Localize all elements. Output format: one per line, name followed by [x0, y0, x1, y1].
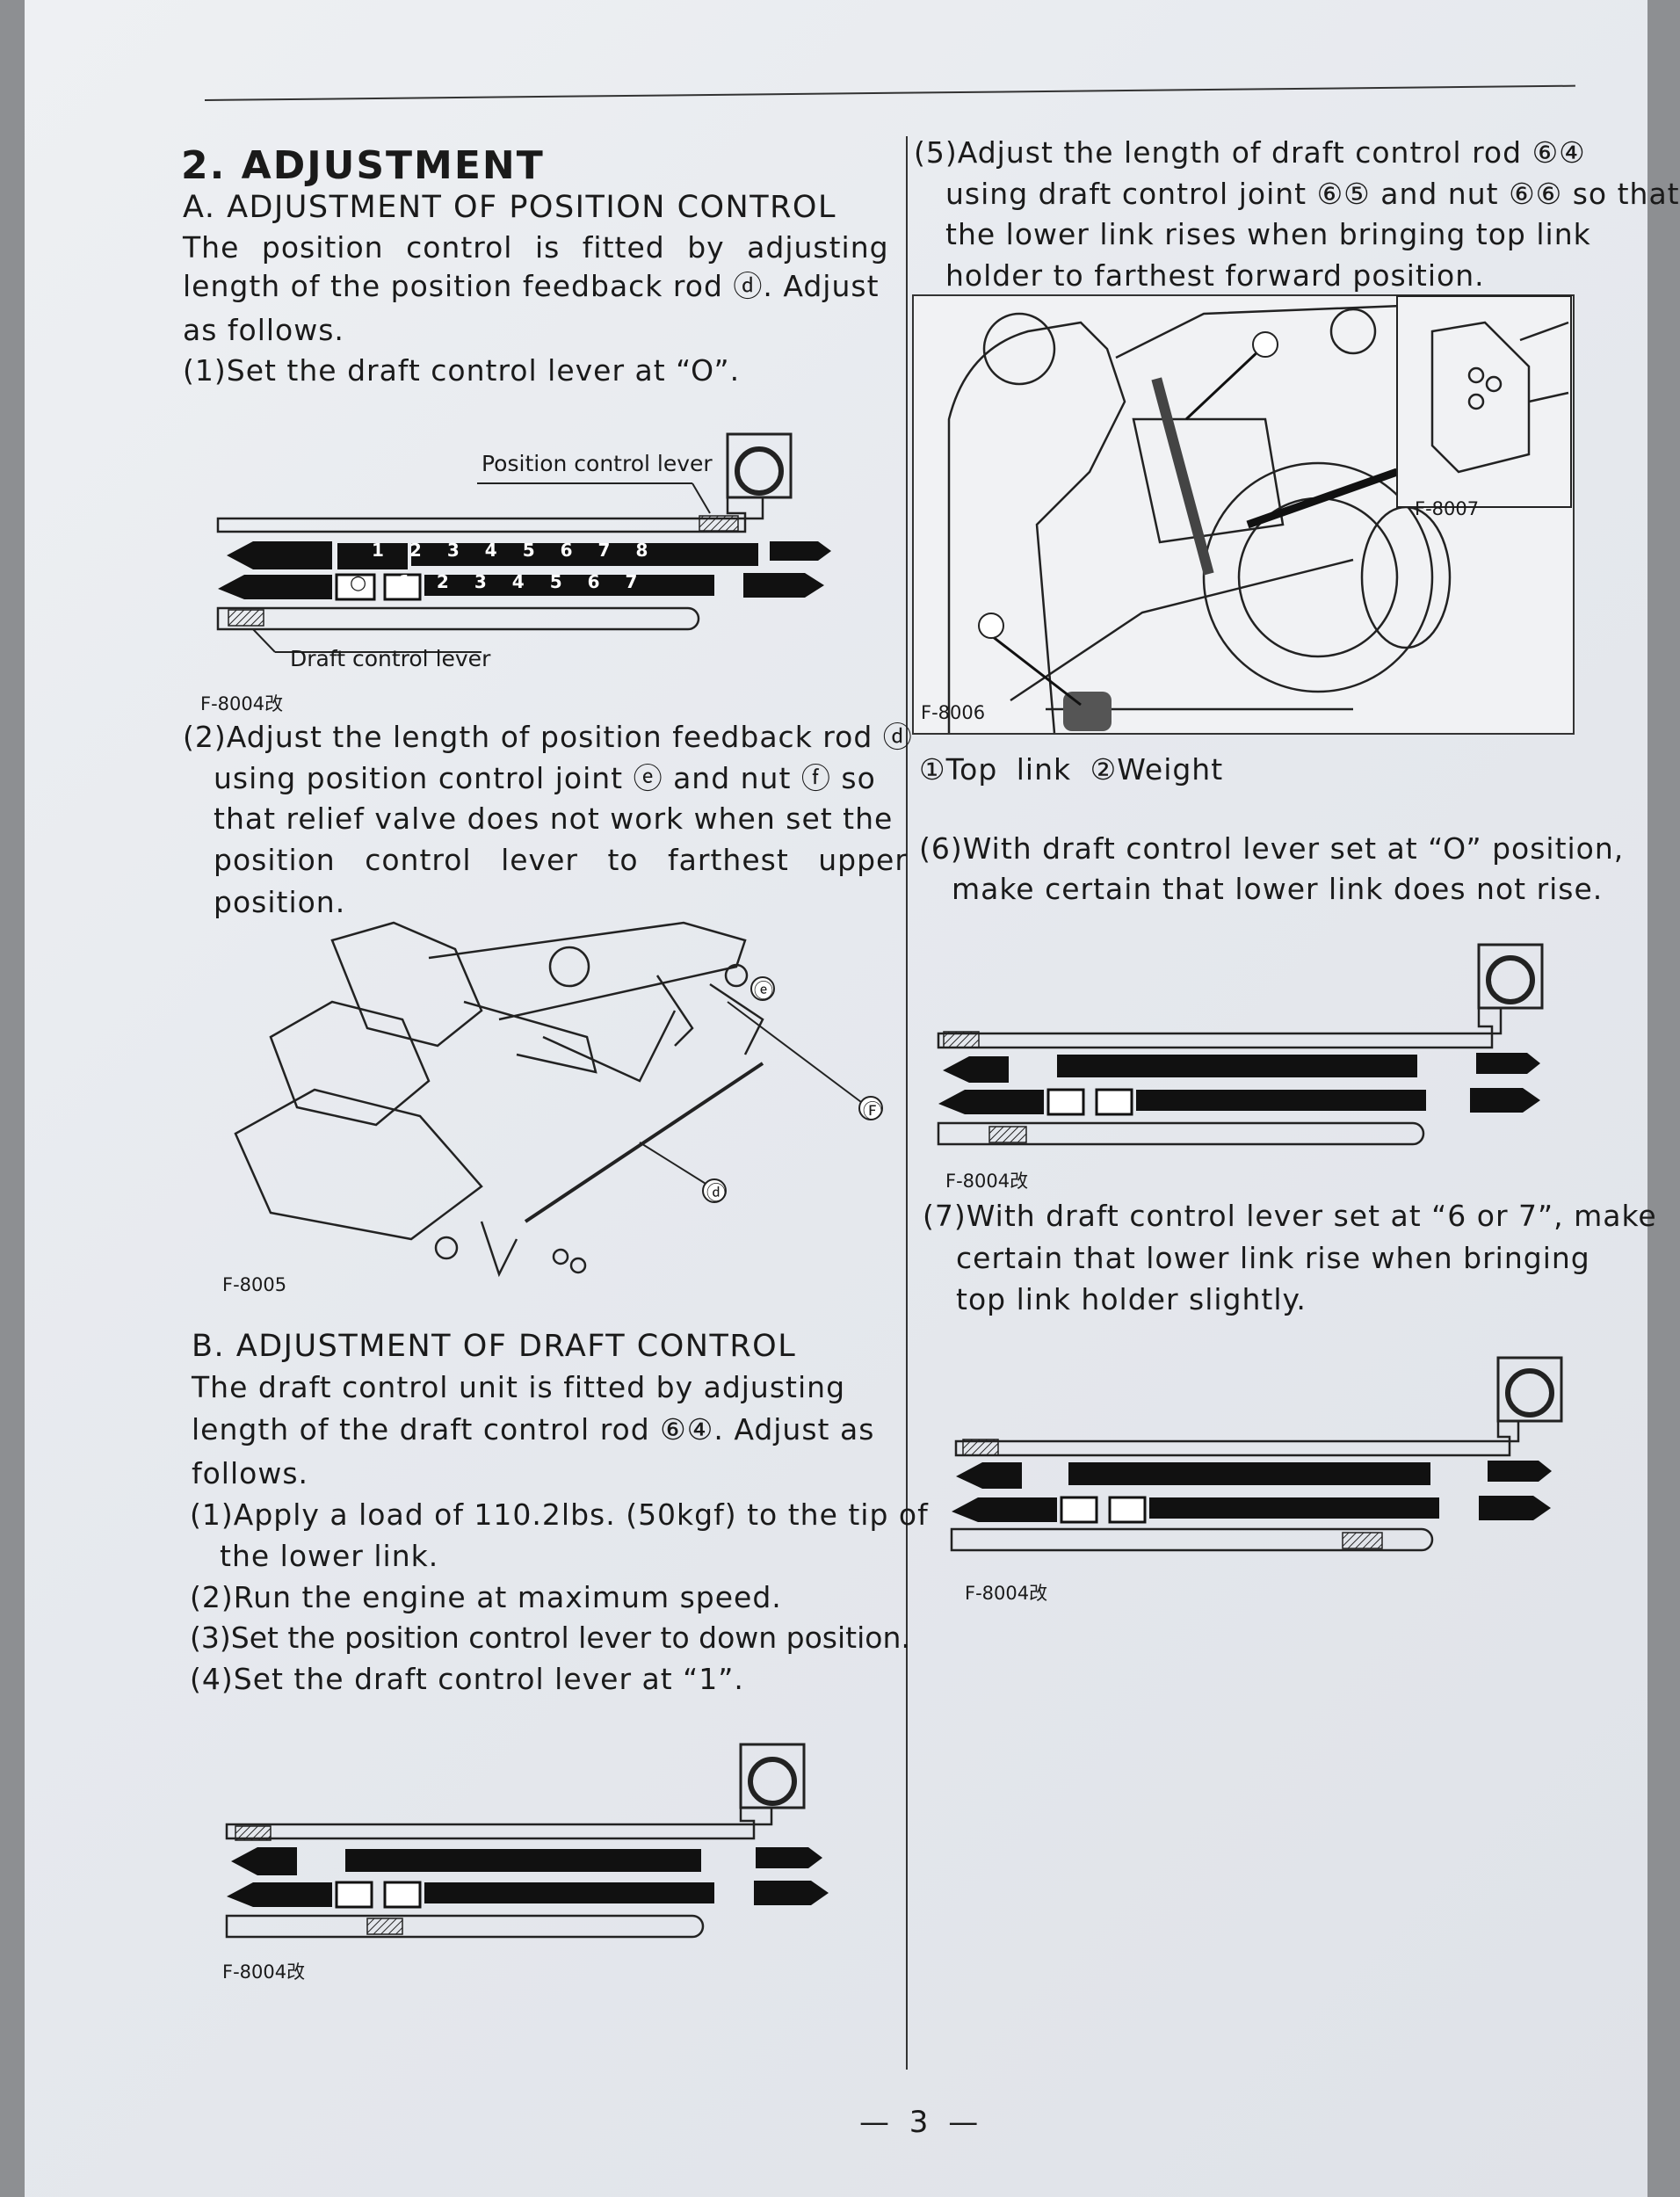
scale-bottom-7: 7 [625, 571, 663, 592]
step7-line1: (7)With draft control lever set at “6 or… [923, 1199, 1657, 1233]
scale-bottom-5: 5 [549, 571, 588, 592]
subsection-a-title: A. ADJUSTMENT OF POSITION CONTROL [183, 190, 836, 225]
subsection-b-line2: length of the draft control rod ⑥④. Adju… [192, 1412, 875, 1447]
control-dial-figure-3 [937, 943, 1544, 1146]
subsection-b-title: B. ADJUSTMENT OF DRAFT CONTROL [192, 1329, 797, 1364]
header-rule [204, 84, 1575, 101]
step5-line3: the lower link rises when bringing top l… [945, 217, 1591, 251]
step-b2: (2)Run the engine at maximum speed. [190, 1580, 782, 1614]
step5-line2: using draft control joint ⑥⑤ and nut ⑥⑥ … [945, 177, 1680, 211]
section-title: 2. ADJUSTMENT [181, 143, 545, 188]
mark-f: Ⓕ [863, 1101, 883, 1123]
figure-label-dial-3: F-8004改 [945, 1171, 1029, 1192]
step-a1: (1)Set the draft control lever at “O”. [183, 353, 741, 388]
scale-bottom-1: 1 [399, 571, 437, 592]
page-number: — 3 — [859, 2105, 984, 2140]
step-a2-line5: position. [214, 885, 346, 919]
step-a2-line1: (2)Adjust the length of position feedbac… [183, 720, 913, 754]
scale-top-7: 7 [597, 540, 636, 561]
subsection-a-line1: The position control is fitted by adjust… [183, 230, 889, 265]
scale-bottom-6: 6 [587, 571, 626, 592]
step7-line2: certain that lower link rise when bringi… [956, 1241, 1590, 1275]
step5-line1: (5)Adjust the length of draft control ro… [914, 135, 1586, 170]
figure-label-dial-2: F-8004改 [222, 1961, 306, 1983]
subsection-a-line2: length of the position feedback rod ⓓ. A… [183, 269, 880, 303]
mark-e: ⓔ [754, 981, 774, 1003]
subsection-b-line1: The draft control unit is fitted by adju… [192, 1370, 846, 1404]
step-a2-line2: using position control joint ⓔ and nut ⓕ… [214, 761, 876, 795]
tractor-photo-figure: F-8007 F-8006 [912, 294, 1575, 735]
subsection-b-line3: follows. [192, 1456, 309, 1490]
mark-d: ⓓ [706, 1183, 727, 1205]
zero-mark: ○ [350, 572, 368, 594]
scale-top-5: 5 [522, 540, 561, 561]
column-divider [906, 136, 908, 2070]
step5-line4: holder to farthest forward position. [945, 258, 1485, 293]
control-dial-figure-2 [225, 1743, 829, 1939]
scale-top-8: 8 [635, 540, 674, 561]
photo-caption: ①Top link ②Weight [919, 752, 1224, 787]
step-b1-line1: (1)Apply a load of 110.2lbs. (50kgf) to … [190, 1497, 929, 1532]
scale-bottom-3: 3 [474, 571, 512, 592]
figure-label-f8006: F-8006 [921, 702, 986, 723]
step-b1-line2: the lower link. [220, 1539, 439, 1573]
step-a2-line3: that relief valve does not work when set… [214, 801, 894, 836]
figure-label-dial-4: F-8004改 [965, 1583, 1048, 1604]
scale-top-4: 4 [484, 540, 523, 561]
scale-top-3: 3 [446, 540, 485, 561]
callout-position-lever: Position control lever [482, 451, 713, 476]
scale-top-6: 6 [560, 540, 598, 561]
step6-line2: make certain that lower link does not ri… [952, 872, 1604, 906]
step-a2-line4: position control lever to farthest upper [214, 843, 908, 877]
figure-label-dial-1: F-8004改 [200, 693, 284, 714]
step7-line3: top link holder slightly. [956, 1282, 1307, 1316]
step-b4: (4)Set the draft control lever at “1”. [190, 1662, 744, 1696]
control-dial-figure-1 [216, 432, 831, 653]
subsection-a-line3: as follows. [183, 313, 344, 347]
scale-bottom-4: 4 [511, 571, 550, 592]
tractor-illustration [947, 295, 1572, 734]
scale-top-1: 1 [372, 540, 409, 561]
scale-bottom-2: 2 [436, 571, 474, 592]
callout-draft-lever: Draft control lever [290, 646, 491, 671]
figure-label-f8005: F-8005 [222, 1274, 287, 1295]
scale-top-2: 2 [409, 540, 447, 561]
feedback-rod-drawing [234, 921, 883, 1278]
step6-line1: (6)With draft control lever set at “O” p… [919, 831, 1625, 866]
step-b3: (3)Set the position control lever to dow… [190, 1621, 910, 1655]
manual-page: 2. ADJUSTMENT A. ADJUSTMENT OF POSITION … [25, 0, 1679, 2197]
figure-label-f8007: F-8007 [1415, 498, 1480, 519]
control-dial-figure-4 [950, 1356, 1563, 1552]
